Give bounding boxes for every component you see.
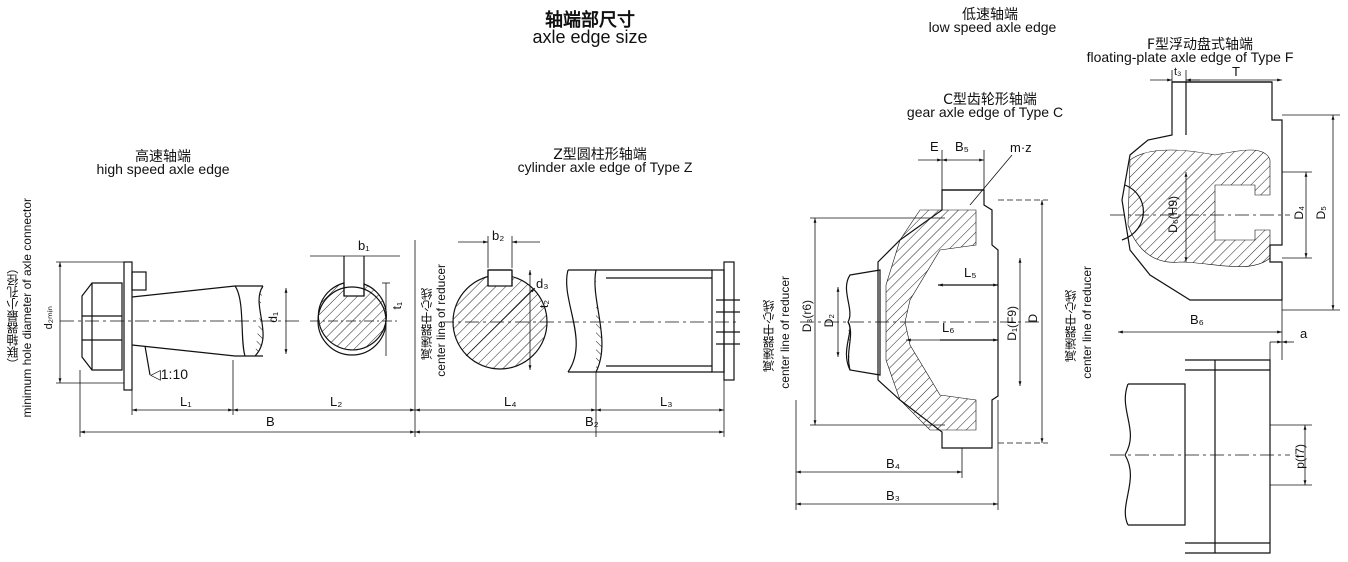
high-speed-title-en: high speed axle edge: [96, 161, 230, 177]
label-L3: L₃: [660, 394, 673, 409]
label-t1: t₁: [390, 302, 404, 310]
label-D: D: [1026, 314, 1040, 323]
type-f-dimensions: [1118, 70, 1340, 486]
center-line-note-en-1: center line of reducer: [434, 264, 448, 377]
type-c-dimensions: [795, 150, 1048, 510]
label-taper: ◁1:10: [150, 366, 189, 382]
main-title-en: axle edge size: [532, 27, 648, 47]
label-D1F9: D₁(F9): [1005, 306, 1019, 341]
center-line-note-cn-2: 减速器中心线: [762, 300, 776, 372]
label-b1: b₁: [358, 238, 370, 253]
label-E: E: [930, 139, 939, 154]
low-speed-title-cn: 低速轴端: [962, 7, 1018, 23]
center-line-note-cn-1: 减速器中心线: [420, 288, 434, 360]
type-f-title-en: floating-plate axle edge of Type F: [1086, 49, 1294, 65]
label-t2: t₂: [537, 300, 551, 308]
label-d1: d₁: [266, 312, 280, 323]
connector-note-cn: （联轴器最小孔径）: [6, 262, 20, 370]
type-c-title-en: gear axle edge of Type C: [906, 104, 1064, 120]
label-L1: L₁: [180, 394, 192, 409]
high-speed-shaft: [60, 261, 300, 391]
label-pf7: p(f7): [1293, 444, 1307, 469]
type-f-shaft-bottom: [1110, 359, 1290, 554]
label-L2: L₂: [330, 394, 343, 409]
center-line-note-cn-3: 减速器中心线: [1064, 290, 1078, 362]
label-B6: B₆: [1190, 312, 1204, 327]
label-b2: b₂: [492, 228, 505, 243]
label-D5: D₅: [1314, 206, 1328, 220]
label-D4: D₄: [1292, 206, 1306, 220]
center-line-note-en-3: center line of reducer: [1080, 266, 1094, 379]
label-D3r6: D₃(r6): [800, 300, 814, 333]
type-z-title-cn: Z型圆柱形轴端: [553, 147, 647, 163]
label-d3: d₃: [536, 276, 549, 291]
label-B: B: [266, 414, 275, 429]
high-speed-title-cn: 高速轴端: [135, 149, 191, 165]
high-speed-key-section: [310, 255, 400, 356]
label-B5: B₅: [955, 139, 969, 154]
type-f-title-cn: F型浮动盘式轴端: [1146, 37, 1254, 53]
label-a: a: [1300, 326, 1308, 341]
label-D6H9: D₆(H9): [1166, 196, 1180, 233]
type-z-shaft: [440, 261, 740, 381]
center-line-note-en-2: center line of reducer: [778, 276, 792, 389]
high-speed-dimensions: [56, 240, 416, 437]
type-c-title-cn: C型齿轮形轴端: [943, 92, 1037, 108]
label-B2: B₂: [585, 414, 599, 429]
type-z-dimensions: [415, 236, 725, 437]
label-T: T: [1232, 64, 1240, 79]
label-D2: D₂: [822, 314, 836, 328]
label-t3: t₃: [1174, 66, 1182, 78]
label-L6: L₆: [942, 320, 955, 335]
label-L5: L₅: [964, 265, 977, 280]
label-d2min: d₂ₘᵢₙ: [43, 306, 55, 330]
connector-note-en: minimum hole diameter of axle connector: [20, 198, 34, 418]
label-B3: B₃: [886, 488, 900, 503]
label-mz: m·z: [1010, 140, 1032, 155]
type-z-title-en: cylinder axle edge of Type Z: [517, 159, 693, 175]
main-title-cn: 轴端部尺寸: [545, 10, 635, 31]
label-L4: L₄: [504, 394, 517, 409]
type-f-shaft-top: [1110, 81, 1290, 301]
label-B4: B₄: [886, 456, 900, 471]
low-speed-title-en: low speed axle edge: [928, 19, 1057, 35]
type-c-gear-shaft: [800, 189, 1040, 449]
